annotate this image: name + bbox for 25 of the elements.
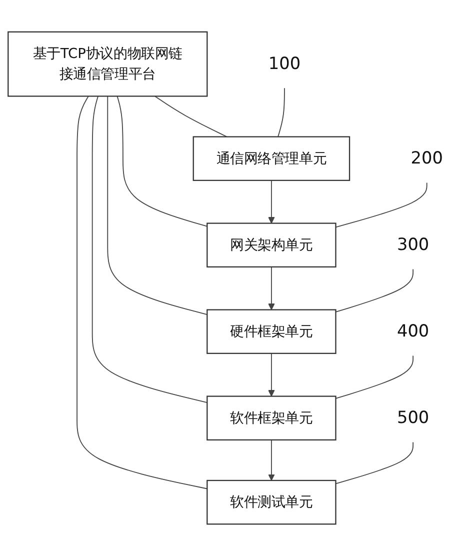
node-text: 100 bbox=[268, 54, 301, 74]
connector bbox=[107, 95, 208, 315]
node-box: 软件框架单元 bbox=[206, 395, 336, 440]
connector bbox=[154, 95, 228, 137]
connector bbox=[335, 268, 414, 312]
connector bbox=[335, 441, 414, 484]
connector bbox=[116, 95, 208, 226]
connector bbox=[335, 182, 428, 228]
connector bbox=[278, 87, 285, 137]
arrow bbox=[268, 266, 275, 310]
connector bbox=[335, 354, 414, 398]
connector bbox=[92, 95, 208, 403]
node-box: 基于TCP协议的物联网链接通信管理平台 bbox=[8, 30, 208, 96]
connector bbox=[76, 95, 208, 489]
node-box: 通信网络管理单元 bbox=[192, 136, 350, 180]
node-text: 300 bbox=[396, 235, 430, 254]
node-box: 硬件框架单元 bbox=[206, 308, 336, 354]
arrow bbox=[268, 179, 275, 224]
node-text: 400 bbox=[396, 322, 430, 341]
node-text: 200 bbox=[410, 148, 443, 168]
arrow bbox=[268, 438, 275, 480]
arrow bbox=[268, 352, 275, 396]
node-box: 软件测试单元 bbox=[206, 479, 336, 524]
node-box: 网关架构单元 bbox=[206, 222, 336, 267]
node-text: 500 bbox=[396, 408, 430, 428]
